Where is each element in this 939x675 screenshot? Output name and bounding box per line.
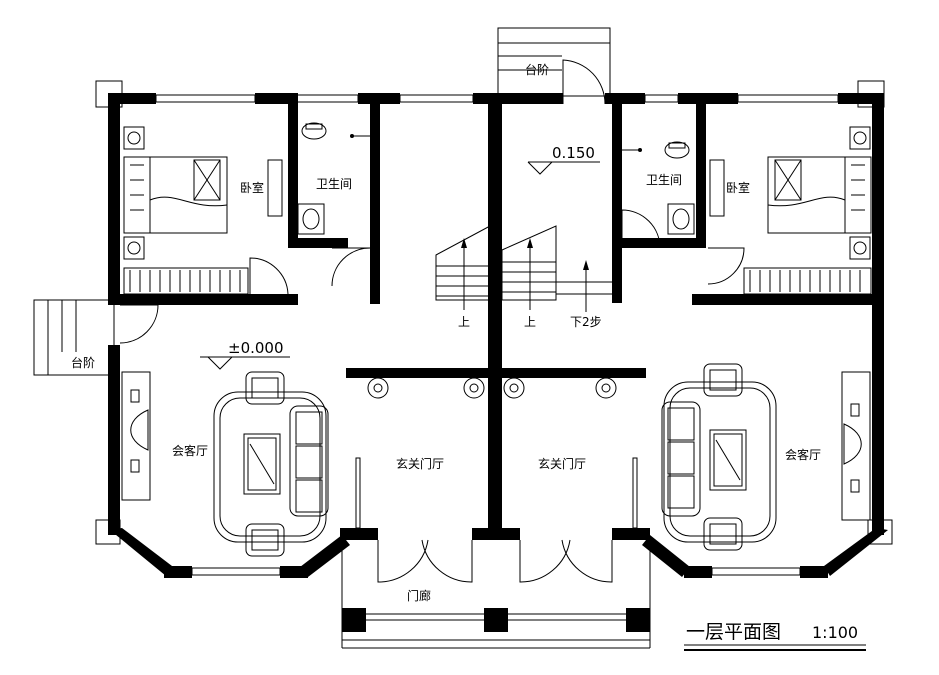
label-foyer-left: 玄关门厅 [396,456,444,471]
porch [341,540,651,649]
label-bathroom-right: 卫生间 [646,173,682,187]
bedroom-right-furniture [709,126,872,295]
level-marker-upper [527,161,600,175]
stairs [435,225,612,312]
level-text-main: ±0.000 [228,339,284,357]
interior-walls [108,93,884,529]
label-porch: 门廊 [407,588,431,603]
label-stair-down: 下2步 [570,315,602,329]
doors [119,59,745,583]
living-right-furniture [661,363,871,551]
label-stair-up-left: 上 [458,315,470,329]
label-foyer-right: 玄关门厅 [538,456,586,471]
level-text-upper: 0.150 [552,144,595,162]
level-marker-main [200,356,290,370]
label-steps-top: 台阶 [525,62,549,77]
bedroom-left-furniture [123,126,283,295]
label-bedroom-right: 卧室 [726,180,750,195]
plant-pots [367,377,617,399]
plan-title: 一层平面图 [686,621,781,643]
label-living-right: 会客厅 [785,447,821,462]
label-bedroom-left: 卧室 [240,180,264,195]
label-living-left: 会客厅 [172,443,208,458]
living-left-furniture [121,371,329,557]
label-steps-left: 台阶 [71,355,95,370]
exterior-walls [95,80,893,578]
bathroom-fixtures [297,122,695,235]
left-steps [33,299,115,376]
plan-scale: 1:100 [812,623,858,642]
label-bathroom-left: 卫生间 [316,177,352,191]
top-steps [497,27,611,97]
label-stair-up-right: 上 [524,315,536,329]
